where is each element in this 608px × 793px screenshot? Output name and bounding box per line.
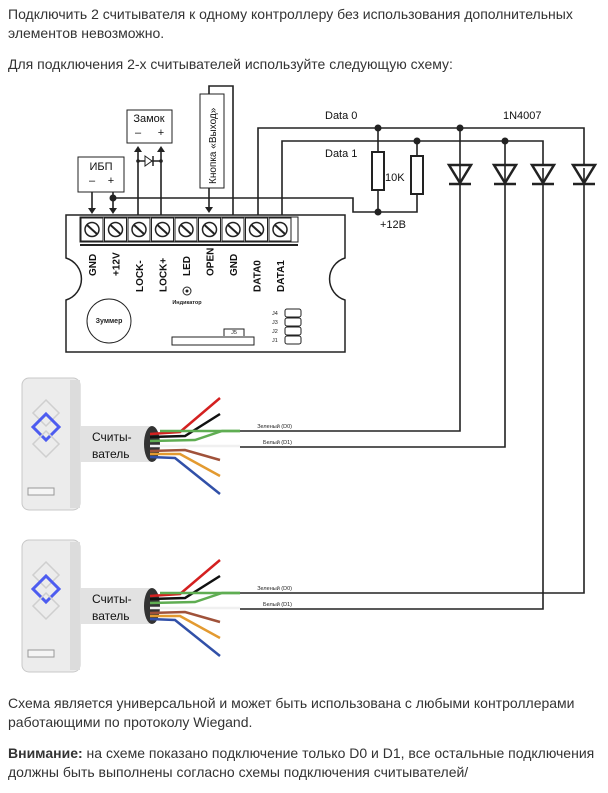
- resistor-2: [410, 155, 424, 195]
- reader-wire: [149, 455, 221, 495]
- warning-paragraph: Внимание: на схеме показано подключение …: [8, 744, 598, 782]
- jumper: [284, 317, 302, 327]
- intro-paragraph-1: Подключить 2 считывателя к одному контро…: [8, 6, 573, 41]
- terminal-label: LOCK-: [135, 260, 146, 292]
- warning-label: Внимание:: [8, 745, 83, 761]
- warning-text: на схеме показано подключение только D0 …: [8, 745, 595, 780]
- controller-board: GND +12V LOCK- LOCK+ LED OPEN GND DATA0 DATA1 Ин…: [65, 214, 346, 353]
- data0-label: Data 0: [325, 110, 357, 122]
- jumper: [284, 326, 302, 336]
- brand-logo: [27, 649, 55, 658]
- lock-label: Замок: [133, 113, 164, 125]
- reader-wire: [149, 617, 221, 657]
- terminal-label: GND: [229, 254, 240, 276]
- terminal-label: LED: [182, 256, 193, 276]
- exit-button-label: Кнопка «Выход»: [208, 107, 219, 184]
- jumper: [284, 308, 302, 318]
- reader-2: Считы-ватель Зеленый (D0) Белый (D1): [21, 539, 292, 673]
- reader-indicator-icon: [30, 411, 62, 443]
- green-wire-label: Зеленый (D0): [257, 585, 292, 592]
- wiring-diagram: GND +12V LOCK- LOCK+ LED OPEN GND DATA0 DATA1 Ин…: [21, 85, 598, 673]
- indicator-label: Индикатор: [172, 300, 202, 306]
- terminal-label: LOCK+: [159, 258, 170, 292]
- jumper: [284, 335, 302, 345]
- reader-cable-label-2: ватель: [92, 609, 130, 623]
- outro-paragraph: Схема является универсальной и может быт…: [8, 695, 575, 730]
- reader-wire: [149, 574, 221, 601]
- reader-cable-label-2: ватель: [92, 447, 130, 461]
- psu-plus: +: [108, 175, 114, 187]
- diode-label: 1N4007: [503, 110, 542, 122]
- jumper-label: J2: [272, 329, 278, 335]
- reader-cable-label-1: Считы-: [92, 430, 132, 444]
- white-wire-label: Белый (D1): [263, 439, 292, 446]
- lock-plus: +: [158, 127, 164, 139]
- reader-wire: [149, 412, 221, 439]
- intro-paragraph-2: Для подключения 2-х считывателей использ…: [8, 56, 453, 72]
- reader-wire: [150, 614, 221, 640]
- reader-indicator-icon: [30, 573, 62, 605]
- reader-wire: [149, 610, 221, 624]
- terminal-label: OPEN: [206, 248, 217, 276]
- reader-wire: [149, 448, 221, 462]
- white-wire-label: Белый (D1): [263, 601, 292, 608]
- j5-label: J5: [231, 330, 237, 336]
- resistor-1: [371, 151, 385, 191]
- green-wire-label: Зеленый (D0): [257, 423, 292, 430]
- reader-wire: [150, 452, 221, 478]
- reader-wire: [149, 397, 221, 436]
- brand-logo: [27, 487, 55, 496]
- data1-label: Data 1: [325, 148, 357, 160]
- buzzer-label: Зуммер: [96, 318, 123, 325]
- jumper-label: J4: [272, 311, 278, 317]
- reader-wire: [149, 559, 221, 598]
- psu-minus: –: [89, 175, 96, 187]
- jumper-label: J1: [272, 338, 278, 344]
- reader-1: Считы-ватель Зеленый (D0) Белый (D1): [21, 377, 292, 511]
- terminal-label: GND: [88, 254, 99, 276]
- jumper-label: J3: [272, 320, 278, 326]
- lock-minus: –: [135, 127, 142, 139]
- terminal-label: DATA0: [253, 260, 264, 292]
- terminal-label: DATA1: [276, 260, 287, 292]
- resistor-label: 10K: [385, 172, 405, 184]
- terminal-label: +12V: [112, 252, 123, 276]
- supply-label: +12В: [380, 219, 406, 231]
- psu-label: ИБП: [89, 161, 112, 173]
- reader-cable-label-1: Считы-: [92, 592, 132, 606]
